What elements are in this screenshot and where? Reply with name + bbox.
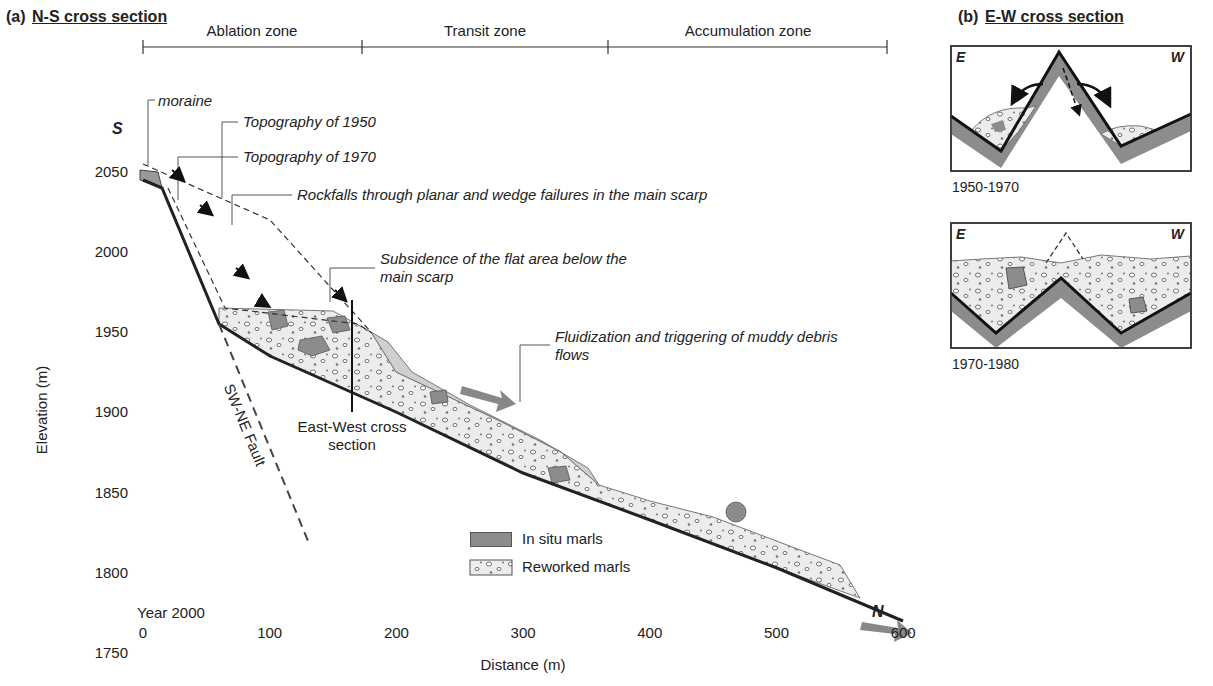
axis-tick-label: 1750 bbox=[95, 644, 128, 662]
axis-tick-label: 1950 bbox=[95, 323, 128, 341]
legend-pattern-sample bbox=[470, 560, 512, 575]
axis-tick-label: 500 bbox=[764, 624, 789, 642]
cross-section-panel: E W 1950-1970 bbox=[950, 45, 1192, 210]
annotation: Rockfalls through planar and wedge failu… bbox=[297, 186, 707, 204]
period-label: 1970-1980 bbox=[952, 356, 1019, 372]
direction-letter: W bbox=[1171, 226, 1184, 242]
axis-tick-label: 2000 bbox=[95, 243, 128, 261]
axis-tick-label: 2050 bbox=[95, 163, 128, 181]
fault-label: SW-NE Fault bbox=[220, 381, 270, 469]
axis-title: Distance (m) bbox=[480, 656, 565, 674]
panel-title: N-S cross section bbox=[32, 8, 167, 26]
zone-name: Ablation zone bbox=[207, 22, 298, 40]
legend-text: In situ marls bbox=[522, 530, 603, 548]
cross-section-panel: E W 1970-1980 bbox=[950, 222, 1192, 387]
direction-letter: S bbox=[112, 120, 123, 138]
axis-tick-label: 300 bbox=[511, 624, 536, 642]
section-sketch bbox=[950, 45, 1192, 172]
annotation: Subsidence of the flat area below the ma… bbox=[380, 250, 635, 286]
axis-tick-label: 1800 bbox=[95, 564, 128, 582]
annotation: Fluidization and triggering of muddy deb… bbox=[555, 328, 845, 364]
axis-tick-label: 200 bbox=[384, 624, 409, 642]
section-label: East-West cross section bbox=[297, 418, 407, 454]
annotation: Topography of 1970 bbox=[243, 148, 376, 166]
axis-tick-label: 600 bbox=[891, 624, 916, 642]
direction-letter: E bbox=[956, 226, 965, 242]
panel-title: E-W cross section bbox=[985, 8, 1124, 26]
legend-swatch bbox=[470, 532, 512, 547]
axis-tick-label: 1850 bbox=[95, 484, 128, 502]
panel-letter: (b) bbox=[958, 8, 978, 26]
panel-letter: (a) bbox=[6, 8, 26, 26]
year-label: Year 2000 bbox=[137, 604, 205, 622]
axis-tick-label: 400 bbox=[637, 624, 662, 642]
axis-tick-label: 100 bbox=[257, 624, 282, 642]
axis-tick-label: 0 bbox=[139, 624, 147, 642]
axis-tick-label: 1900 bbox=[95, 403, 128, 421]
legend-text: Reworked marls bbox=[522, 558, 630, 576]
zone-name: Accumulation zone bbox=[685, 22, 812, 40]
section-sketch bbox=[950, 222, 1192, 349]
direction-letter: E bbox=[956, 49, 965, 65]
period-label: 1950-1970 bbox=[952, 179, 1019, 195]
zone-name: Transit zone bbox=[444, 22, 526, 40]
axis-title: Elevation (m) bbox=[33, 366, 51, 454]
annotation: moraine bbox=[158, 92, 212, 110]
direction-letter: W bbox=[1171, 49, 1184, 65]
annotation: Topography of 1950 bbox=[243, 113, 376, 131]
direction-letter: N bbox=[872, 603, 884, 621]
